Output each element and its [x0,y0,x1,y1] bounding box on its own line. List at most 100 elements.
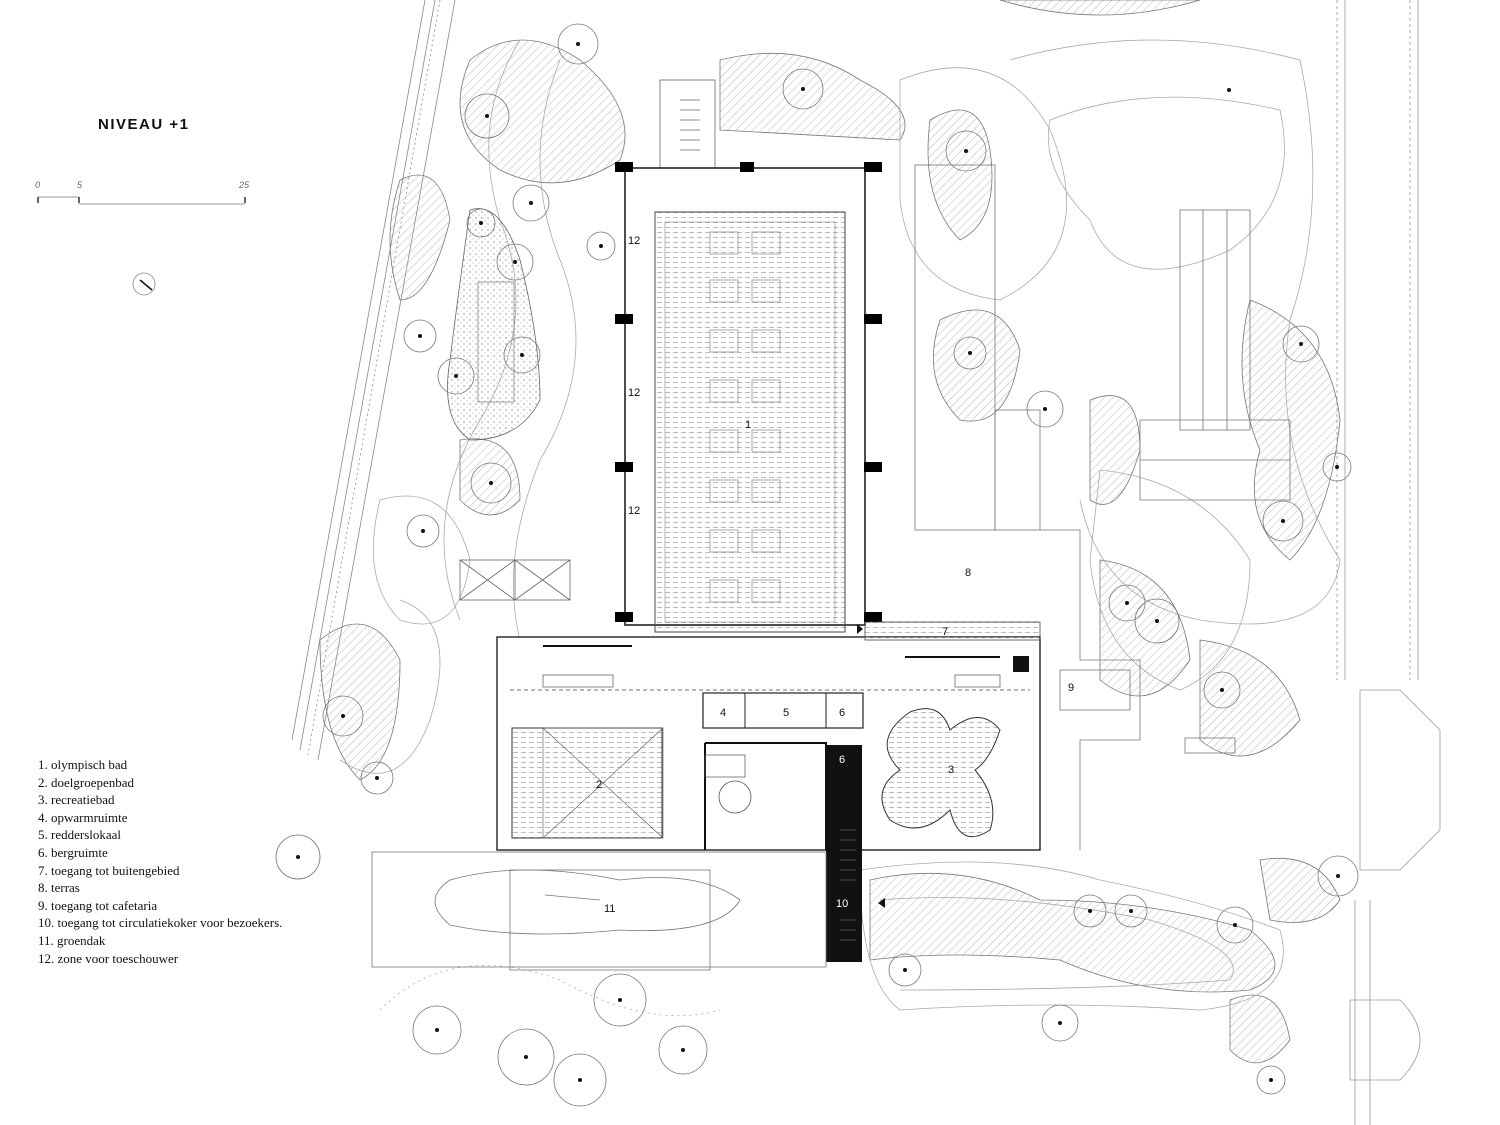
legend-item: 12. zone voor toeschouwer [38,950,179,966]
trees [275,23,1359,1107]
tree-trunk [524,1055,528,1059]
legend-item: 3. recreatiebad [38,792,115,808]
terrace-area [914,164,1291,850]
tree-trunk [801,87,805,91]
legend-item: 5. redderslokaal [38,827,122,843]
legend-item: 9. toegang tot cafetaria [38,897,158,913]
legend-item: 11. groendak [38,932,106,948]
scale-tick-0: 0 [35,180,41,190]
tree-trunk [1269,1078,1273,1082]
tree-trunk [1129,909,1133,913]
tree-canopy [360,761,394,795]
room-label-2: 2 [596,779,602,791]
tree-canopy [403,319,437,353]
room-label-12-bottom: 12 [628,505,640,517]
level-title: NIVEAU +1 [98,116,190,133]
tree-canopy [496,243,534,281]
top-stair [659,79,716,181]
legend-item: 7. toegang tot buitengebied [38,862,180,878]
tree-canopy [782,68,824,110]
tree-canopy [1026,390,1064,428]
tree-trunk [479,221,483,225]
legend-item: 6. bergruimte [38,844,108,860]
tree-canopy [437,357,475,395]
tree-canopy [322,695,364,737]
tree-trunk [576,42,580,46]
pond-left [447,208,541,441]
tree-canopy [658,1025,708,1075]
skylights-left [459,559,571,601]
tree-canopy [1216,906,1254,944]
legend: 1. olympisch bad 2. doelgroepenbad 3. re… [38,756,282,967]
tree-trunk [1088,909,1092,913]
scale-tick-25: 25 [239,180,250,190]
legend-item: 2. doelgroepenbad [38,774,135,790]
tree-canopy [1256,1065,1286,1095]
tree-canopy [888,953,922,987]
olympic-pool-hall [615,162,882,633]
tree-trunk [903,968,907,972]
room-label-7: 7 [942,626,948,638]
tree-trunk [578,1078,582,1082]
tree-canopy [275,834,321,880]
tree-trunk [1336,874,1340,878]
tree-trunk [1299,342,1303,346]
tree-canopy [470,462,512,504]
tree-trunk [1335,465,1339,469]
tree-trunk [513,260,517,264]
room-label-4: 4 [720,707,726,719]
scale-bar [37,196,246,205]
room-label-11: 11 [604,903,615,915]
tree-canopy [503,336,541,374]
tree-trunk [296,855,300,859]
tree-trunk [375,776,379,780]
tree-trunk [1227,88,1231,92]
tree-canopy [1114,894,1148,928]
tree-trunk [1233,923,1237,927]
tree-trunk [1125,601,1129,605]
tree-canopy [412,1005,462,1055]
tree-trunk [1281,519,1285,523]
room-label-6: 6 [839,707,845,719]
tree-canopy [586,231,616,261]
tree-trunk [618,998,622,1002]
tree-canopy [466,208,496,238]
tree-canopy [1282,325,1320,363]
tree-canopy [497,1028,555,1086]
tree-canopy [1134,598,1180,644]
tree-trunk [418,334,422,338]
legend-item: 10. toegang tot circulatiekoker voor bez… [38,915,283,931]
tree-canopy [553,1053,607,1107]
tree-canopy [557,23,599,65]
tree-trunk [964,149,968,153]
tree-trunk [454,374,458,378]
tree-trunk [485,114,489,118]
tree-trunk [435,1028,439,1032]
tree-trunk [1043,407,1047,411]
tree-canopy [464,93,510,139]
scale-tick-5: 5 [77,180,83,190]
tree-canopy [945,130,987,172]
tree-trunk [1155,619,1159,623]
green-roof [371,851,827,971]
legend-item: 1. olympisch bad [38,757,128,772]
tree-canopy [1262,500,1304,542]
tree-trunk [599,244,603,248]
room-label-12-mid: 12 [628,387,640,399]
tree-trunk [1058,1021,1062,1025]
tree-trunk [529,201,533,205]
room-label-6-tower: 6 [839,754,845,766]
planted-areas [319,0,1341,1064]
room-label-9: 9 [1068,682,1074,694]
tree-canopy [953,336,987,370]
tree-canopy [1203,671,1241,709]
tree-canopy [406,514,440,548]
room-label-3: 3 [948,764,954,776]
tree-trunk [520,353,524,357]
right-boundary-lines [1336,0,1441,1125]
room-label-8: 8 [965,567,971,579]
tree-canopy [512,184,550,222]
room-label-5: 5 [783,707,789,719]
